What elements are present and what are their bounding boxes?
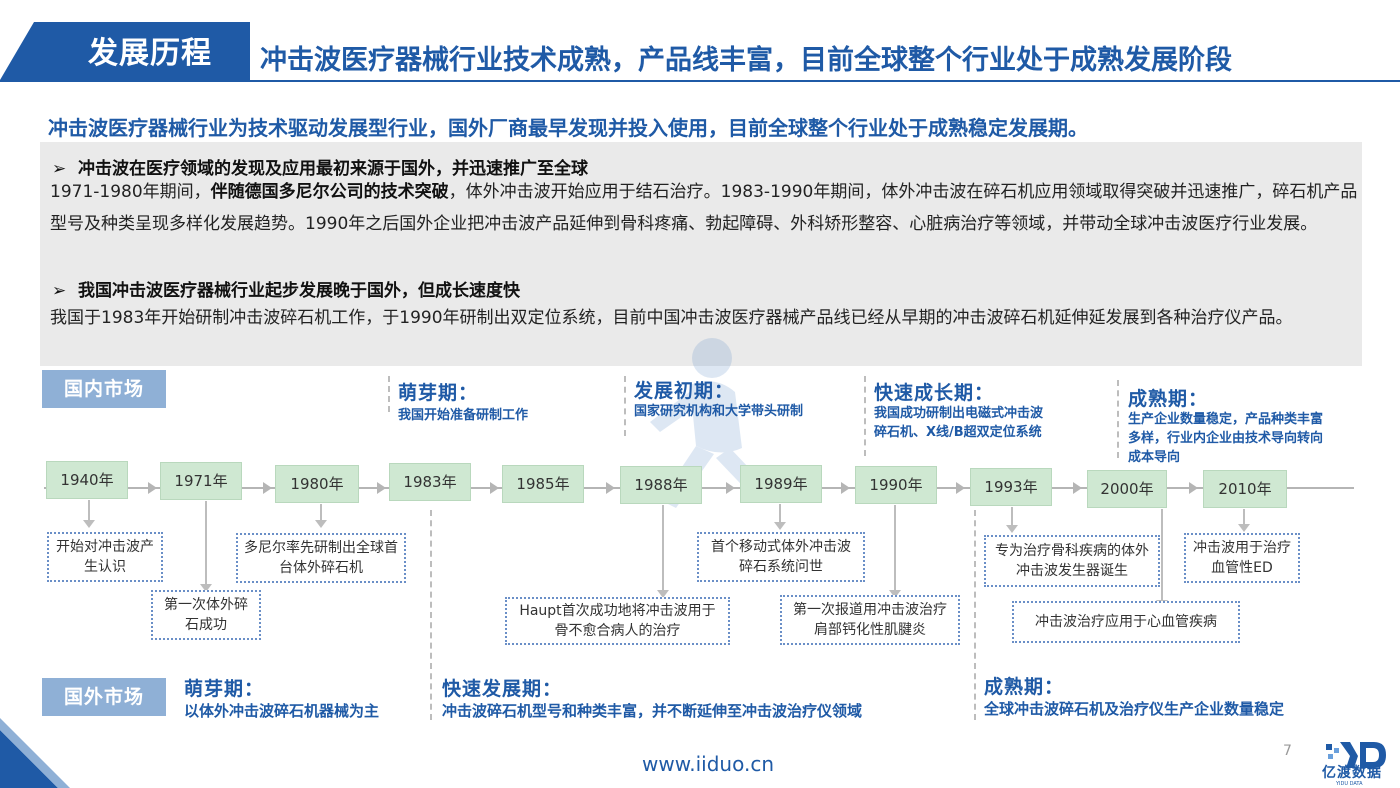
section1-body: 1971-1980年期间，伴随德国多尼尔公司的技术突破，体外冲击波开始应用于结石…: [50, 176, 1360, 240]
timeline-arrow-icon: [377, 482, 386, 494]
foreign-market-label: 国外市场: [42, 678, 166, 716]
domestic-phase-2-title: 发展初期：: [634, 380, 735, 402]
domestic-phase-4-title: 成熟期：: [1128, 388, 1209, 410]
timeline-arrow-icon: [841, 482, 850, 494]
foreign-phase-3-text: 全球冲击波碎石机及治疗仪生产企业数量稳定: [984, 700, 1285, 718]
website-url[interactable]: www.iiduo.cn: [642, 752, 774, 776]
connector-arrow-icon: [1238, 524, 1250, 532]
timeline-arrow-icon: [956, 482, 965, 494]
summary-panel: [40, 142, 1362, 366]
phase-divider: [430, 510, 432, 720]
year-2000: 2000年: [1087, 470, 1167, 508]
connector: [1161, 509, 1163, 603]
event-1940: 开始对冲击波产生认识: [47, 532, 163, 582]
year-1940: 1940年: [46, 461, 128, 499]
year-1988: 1988年: [620, 466, 702, 504]
foreign-phase-2-text: 冲击波碎石机型号和种类丰富，并不断延伸至冲击波治疗仪领域: [442, 702, 863, 720]
domestic-phase-3-title: 快速成长期：: [874, 382, 995, 404]
timeline-arrow-icon: [263, 482, 272, 494]
year-1971: 1971年: [160, 462, 242, 500]
phase-divider: [624, 376, 626, 436]
corner-decoration-icon: [0, 718, 70, 788]
timeline-arrow-icon: [1189, 482, 1198, 494]
header-tab: [0, 22, 250, 80]
section2-body: 我国于1983年开始研制冲击波碎石机工作，于1990年研制出双定位系统，目前中国…: [50, 308, 1293, 328]
page-number: 7: [1283, 743, 1292, 759]
event-1990: 第一次报道用冲击波治疗肩部钙化性肌腱炎: [780, 595, 960, 645]
timeline-arrow-icon: [606, 482, 615, 494]
connector-arrow-icon: [83, 520, 95, 528]
connector: [662, 505, 664, 591]
phase-divider: [1117, 380, 1119, 458]
section1-body-start: 1971-1980年期间，: [50, 182, 211, 202]
connector: [320, 504, 322, 522]
year-1993: 1993年: [970, 468, 1052, 506]
year-1983: 1983年: [389, 463, 471, 501]
domestic-phase-1-title: 萌芽期：: [398, 382, 479, 404]
section2-heading-text: 我国冲击波医疗器械行业起步发展晚于国外，但成长速度快: [78, 281, 520, 301]
connector-arrow-icon: [774, 522, 786, 530]
domestic-phase-4-text: 生产企业数量稳定，产品种类丰富多样，行业内企业由技术导向转向成本导向: [1128, 412, 1324, 465]
connector: [88, 500, 90, 522]
event-1993: 专为治疗骨科疾病的体外冲击波发生器诞生: [984, 535, 1160, 587]
event-1971: 第一次体外碎石成功: [151, 590, 261, 640]
event-1980: 多尼尔率先研制出全球首台体外碎石机: [236, 533, 406, 583]
year-1980: 1980年: [275, 465, 359, 503]
year-1990: 1990年: [855, 466, 937, 504]
timeline-arrow-icon: [490, 482, 499, 494]
arrowhead-bullet-icon: ➢: [52, 159, 67, 179]
foreign-phase-3-title: 成熟期：: [984, 676, 1065, 698]
section1-body-bold: 伴随德国多尼尔公司的技术突破: [210, 182, 449, 202]
page-headline: 冲击波医疗器械行业技术成熟，产品线丰富，目前全球整个行业处于成熟发展阶段: [260, 45, 1232, 76]
timeline-arrow-icon: [148, 482, 157, 494]
connector-arrow-icon: [889, 590, 901, 598]
logo-subtext: YIDU DATA: [1336, 781, 1363, 787]
phase-divider: [388, 376, 390, 412]
domestic-phase-3-text: 我国成功研制出电磁式冲击波碎石机、X线/B超双定位系统: [874, 406, 1044, 440]
connector: [894, 505, 896, 591]
year-1985: 1985年: [502, 465, 584, 503]
event-2000: 冲击波治疗应用于心血管疾病: [1012, 601, 1240, 643]
section2-heading: ➢ 我国冲击波医疗器械行业起步发展晚于国外，但成长速度快: [52, 276, 520, 301]
phase-divider: [974, 510, 976, 720]
yidu-logo-icon: [1326, 742, 1386, 768]
header-rule: [0, 80, 1400, 82]
timeline-arrow-icon: [1073, 482, 1082, 494]
timeline-arrow-icon: [726, 482, 735, 494]
domestic-phase-1-text: 我国开始准备研制工作: [398, 408, 529, 423]
event-2010: 冲击波用于治疗血管性ED: [1184, 533, 1300, 583]
section1-heading: ➢ 冲击波在医疗领域的发现及应用最初来源于国外，并迅速推广至全球: [52, 154, 588, 179]
connector: [1243, 509, 1245, 527]
section1-body-rest: ，体外冲击波开始应用于结石治疗。1983-1990年期间，体外冲击波在碎石机应用…: [50, 182, 1358, 234]
domestic-phase-2-text: 国家研究机构和大学带头研制: [634, 404, 804, 419]
logo-text: 亿渡数据: [1322, 765, 1382, 781]
foreign-phase-1-text: 以体外冲击波碎石机器械为主: [184, 702, 380, 720]
connector-arrow-icon: [200, 584, 212, 592]
year-1989: 1989年: [740, 465, 822, 503]
foreign-phase-1-title: 萌芽期：: [184, 678, 265, 700]
connector: [779, 504, 781, 524]
domestic-market-label: 国内市场: [42, 370, 166, 408]
event-1988: Haupt首次成功地将冲击波用于骨不愈合病人的治疗: [505, 597, 730, 645]
year-2010: 2010年: [1203, 470, 1287, 508]
connector-arrow-icon: [657, 590, 669, 598]
connector-arrow-icon: [1006, 525, 1018, 533]
arrowhead-bullet-icon: ➢: [52, 281, 67, 301]
connector: [205, 501, 207, 585]
section-title: 发展历程: [88, 36, 212, 71]
foreign-phase-2-title: 快速发展期：: [442, 678, 563, 700]
event-1989: 首个移动式体外冲击波碎石系统问世: [697, 532, 865, 582]
phase-divider: [864, 376, 866, 456]
intro-summary: 冲击波医疗器械行业为技术驱动发展型行业，国外厂商最早发现并投入使用，目前全球整个…: [48, 116, 1088, 140]
connector-arrow-icon: [315, 520, 327, 528]
connector: [1011, 507, 1013, 527]
section1-heading-text: 冲击波在医疗领域的发现及应用最初来源于国外，并迅速推广至全球: [78, 159, 588, 179]
